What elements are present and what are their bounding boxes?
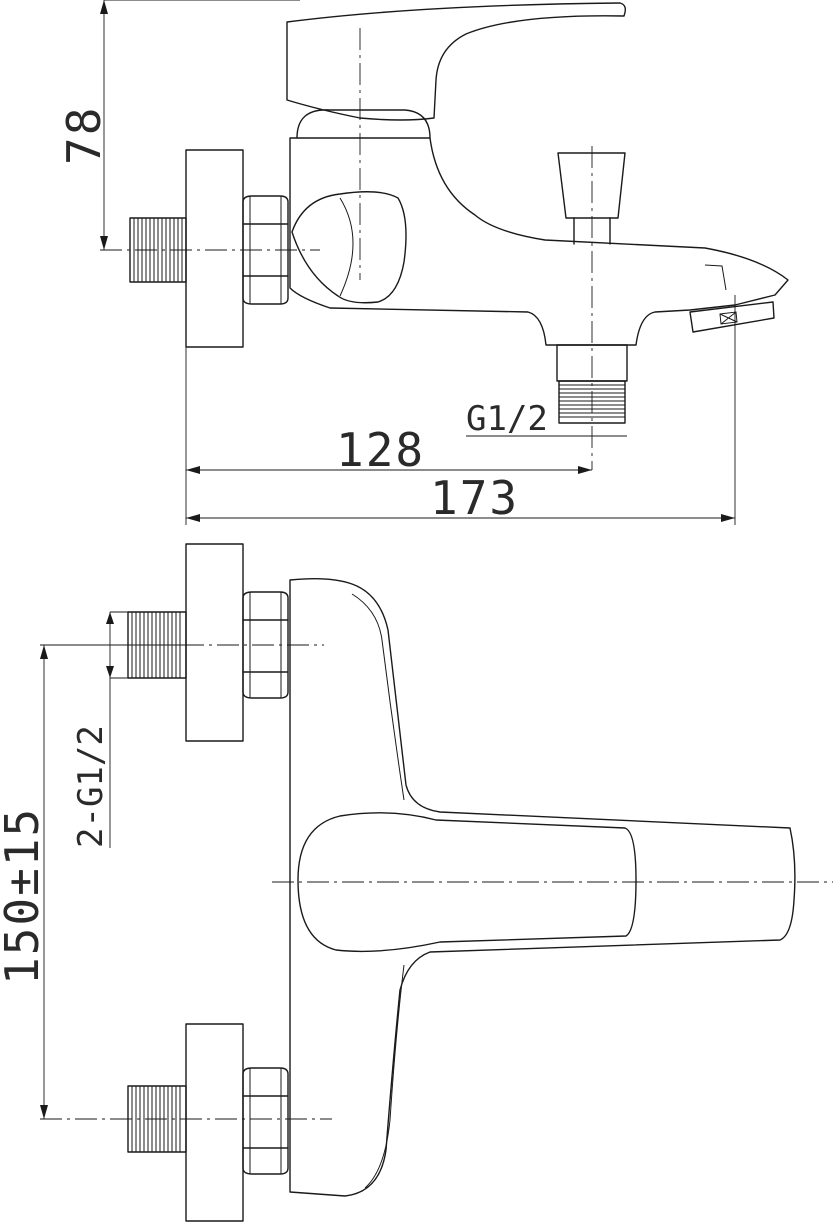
faucet-body-front [289,577,796,1197]
side-view: 78 128 173 G1/2 [57,0,789,525]
faucet-body-side [289,137,789,346]
diverter-knob [291,191,407,304]
label-2-g12: 2-G1/2 [71,725,111,848]
spout-aerator [689,301,775,333]
lever-handle-front [297,812,637,953]
hex-nut-lower [242,1067,289,1175]
dimension-173: 173 [186,295,736,525]
hex-nut-upper [242,591,289,699]
wall-flange-lower [185,1023,244,1222]
dimension-inlet-threads: 2-G1/2 [71,611,128,848]
dimension-outlet-thread: G1/2 [466,399,627,439]
cartridge-cap [296,109,431,139]
dimension-128: 128 [185,347,592,525]
label-128: 128 [336,423,425,477]
label-150: 150±15 [0,807,49,985]
front-view: 150±15 2-G1/2 [0,543,833,1222]
lever-handle [286,2,627,121]
label-78: 78 [57,106,111,165]
wall-flange-upper [185,543,244,742]
dimension-center-distance: 150±15 [0,644,186,1119]
wall-flange-side [185,149,244,348]
label-g12-outlet: G1/2 [466,399,548,439]
dimension-78: 78 [57,0,300,250]
label-173: 173 [430,471,519,525]
shower-pull-knob [557,152,626,245]
